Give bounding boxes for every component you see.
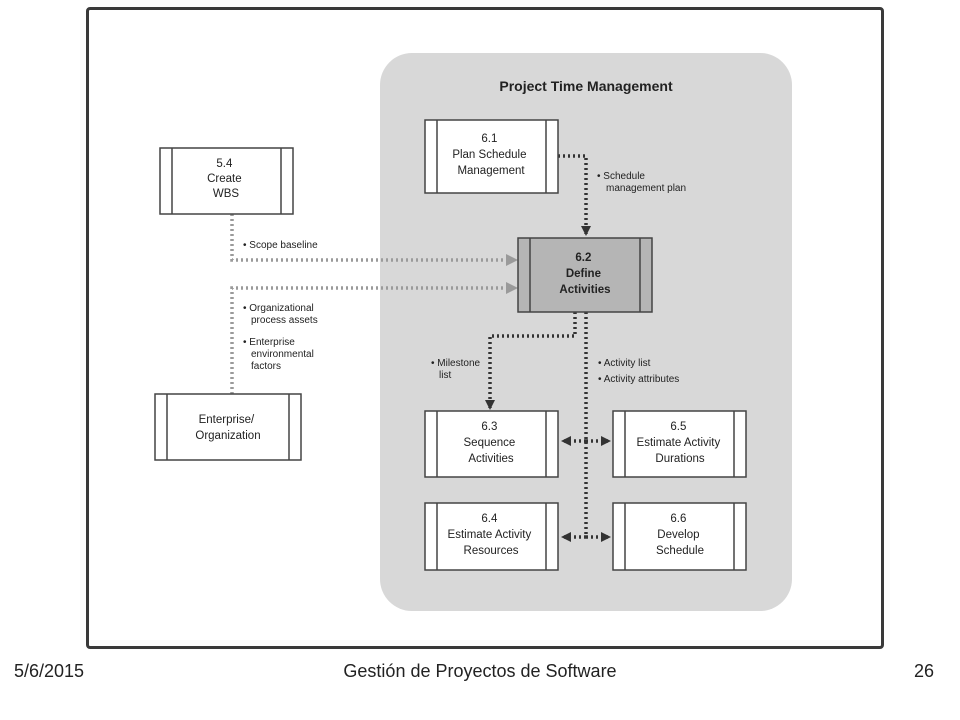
svg-text:Enterprise/ Organization: Enterprise/ Organization [195,414,260,442]
process-5-4-create-wbs: 5.4 Create WBS [159,147,294,215]
svg-text:6.5 Estimate Activity: 6.5 Estimate Activity Durations [637,421,724,465]
slide-frame [86,7,884,649]
svg-text:6.1 Plan Schedule: 6.1 Plan Schedule Management [452,133,529,177]
svg-text:6.6 Develop Schedu: 6.6 Develop Schedule [656,513,704,557]
org-assets-connector [230,282,518,394]
scope-baseline-label: • Scope baseline [243,240,318,251]
process-6-6-develop-schedule: 6.6 Develop Schedule [612,502,747,571]
process-6-4-estimate-activity-resources: 6.4 Estimate Activity Resources [424,502,559,571]
panel-title: Project Time Management [499,78,673,94]
process-6-5-estimate-activity-durations: 6.5 Estimate Activity Durations [612,410,747,478]
process-6-2-define-activities: 6.2 Define Activities [517,237,653,313]
activity-list-label: • Activity list • Activity attributes [598,358,679,385]
process-6-3-sequence-activities: 6.3 Sequence Activities [424,410,559,478]
milestone-connector [485,312,577,410]
svg-text:5.4 Create WBS: 5.4 Create WBS [207,158,245,200]
footer-date: 5/6/2015 [14,661,85,681]
footer-page-number: 26 [913,661,934,681]
scope-baseline-connector [230,214,518,266]
svg-text:6.2 Define Activit: 6.2 Define Activities [559,252,610,296]
enterprise-organization-box: Enterprise/ Organization [154,393,302,461]
svg-text:6.4 Estimate Activity: 6.4 Estimate Activity Resources [448,513,535,557]
schedule-plan-label: • Schedule management plan [597,171,686,194]
schedule-plan-connector [558,154,591,236]
svg-text:6.3 Sequence Activ: 6.3 Sequence Activities [464,421,519,465]
milestone-list-label: • Milestone list [431,358,483,381]
org-assets-label: • Organizational process assets • Enterp… [243,303,320,372]
process-6-1-plan-schedule-management: 6.1 Plan Schedule Management [424,119,559,194]
footer-course: Gestión de Proyectos de Software [343,661,617,681]
